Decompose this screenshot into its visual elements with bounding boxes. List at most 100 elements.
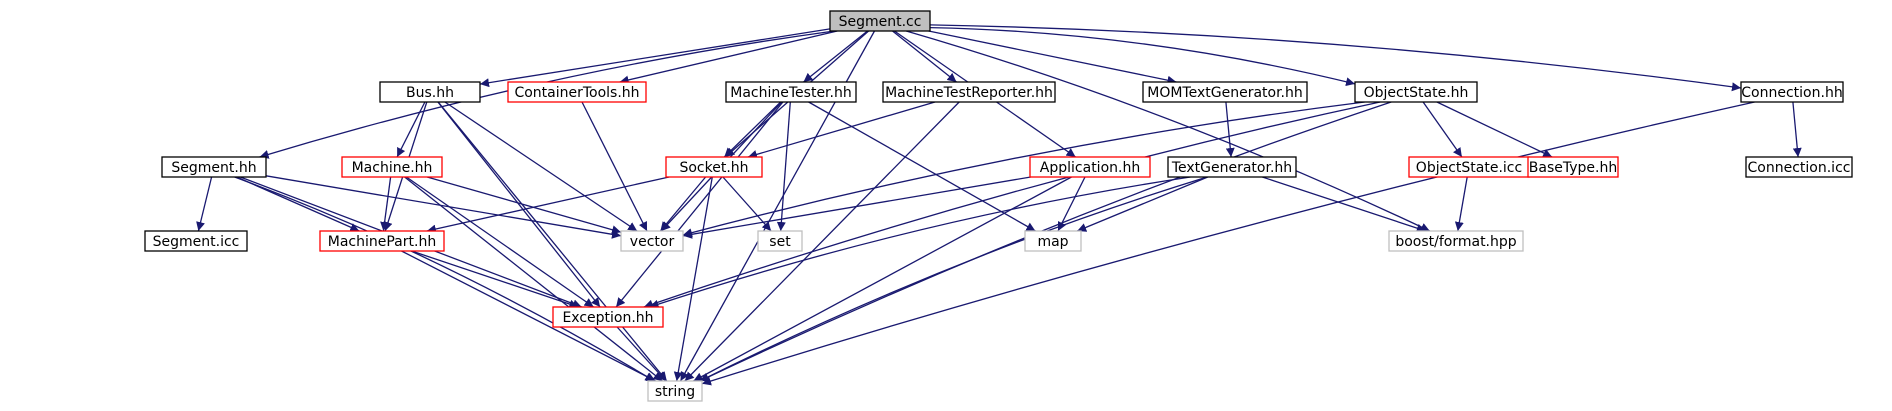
edge-layer (196, 24, 1802, 386)
edge-objectstate_hh-to-vector (682, 101, 1365, 238)
node-label: Bus.hh (406, 85, 454, 101)
node-machinetestreporter-hh[interactable]: MachineTestReporter.hh (882, 81, 1056, 103)
node-box (829, 10, 931, 32)
edge-machinetester_hh-to-socket_hh (723, 101, 782, 158)
node-box (757, 230, 803, 252)
edge-application_hh-to-vector (682, 176, 1031, 239)
edge-machine_hh-to-exception_hh (406, 176, 594, 308)
node-segment-cc[interactable]: Segment.cc (829, 10, 931, 32)
node-objectstate-icc[interactable]: ObjectState.icc (1408, 156, 1530, 178)
node-box (882, 81, 1056, 103)
node-box (1745, 156, 1853, 178)
node-label: ObjectState.hh (1364, 85, 1469, 101)
node-box (552, 306, 664, 328)
edge-machinetestreporter_hh-to-socket_hh (747, 101, 936, 159)
edge-segment_cc-to-machinetestreporter_hh (892, 30, 957, 83)
node-box (507, 81, 647, 103)
node-socket-hh[interactable]: Socket.hh (665, 156, 763, 178)
node-label: Segment.hh (171, 160, 256, 176)
node-connection-icc[interactable]: Connection.icc (1745, 156, 1853, 178)
edge-application_hh-to-string (693, 176, 1072, 382)
node-boost-format-hpp[interactable]: boost/format.hpp (1388, 230, 1524, 252)
edge-objectstate_hh-to-exception_hh (643, 101, 1381, 309)
node-box (1024, 230, 1082, 252)
node-exception-hh[interactable]: Exception.hh (552, 306, 664, 328)
edge-segment_cc-to-objectstate_hh (929, 26, 1356, 87)
edge-containertools_hh-to-vector (581, 101, 648, 232)
edge-socket_hh-to-string (673, 176, 713, 382)
node-bus-hh[interactable]: Bus.hh (379, 81, 481, 103)
node-machinepart-hh[interactable]: MachinePart.hh (319, 230, 445, 252)
node-textgenerator-hh[interactable]: TextGenerator.hh (1167, 156, 1297, 178)
node-box (1142, 81, 1308, 103)
edge-segment_hh-to-vector (265, 175, 622, 239)
edge-bus_hh-to-vector (444, 101, 638, 232)
edge-textgenerator_hh-to-boost_format_hpp (1262, 176, 1426, 233)
node-string[interactable]: string (647, 380, 703, 402)
node-label: MachineTestReporter.hh (885, 85, 1053, 101)
node-label: BaseType.hh (1529, 160, 1617, 176)
edge-socket_hh-to-vector (659, 176, 707, 232)
edge-socket_hh-to-set (722, 176, 772, 232)
node-momtextgenerator-hh[interactable]: MOMTextGenerator.hh (1142, 81, 1308, 103)
node-label: Exception.hh (562, 310, 653, 326)
edge-bus_hh-to-machine_hh (396, 101, 426, 158)
node-machine-hh[interactable]: Machine.hh (341, 156, 443, 178)
node-label: map (1037, 234, 1068, 250)
node-containertools-hh[interactable]: ContainerTools.hh (507, 81, 647, 103)
edge-machine_hh-to-string (404, 176, 663, 382)
edge-machine_hh-to-vector (426, 176, 622, 235)
node-box (725, 81, 857, 103)
node-basetype-hh[interactable]: BaseType.hh (1527, 156, 1619, 178)
node-box (341, 156, 443, 178)
node-label: TextGenerator.hh (1171, 160, 1292, 176)
node-application-hh[interactable]: Application.hh (1029, 156, 1151, 178)
node-label: MachinePart.hh (328, 234, 436, 250)
node-box (647, 380, 703, 402)
edge-segment_cc-to-bus_hh (479, 28, 831, 88)
edge-segment_cc-to-containertools_hh (619, 30, 838, 85)
edge-momtextgenerator_hh-to-textgenerator_hh (1225, 101, 1235, 158)
node-map[interactable]: map (1024, 230, 1082, 252)
node-label: MachineTester.hh (730, 85, 851, 101)
node-box (144, 230, 248, 252)
edge-textgenerator_hh-to-exception_hh (649, 176, 1191, 309)
node-box (1167, 156, 1297, 178)
node-label: Segment.icc (153, 234, 240, 250)
node-vector[interactable]: vector (620, 230, 684, 252)
node-box (1527, 156, 1619, 178)
edge-machinetester_hh-to-exception_hh (615, 101, 784, 308)
node-label: MOMTextGenerator.hh (1147, 85, 1303, 101)
node-box (1388, 230, 1524, 252)
node-segment-icc[interactable]: Segment.icc (144, 230, 248, 252)
node-set[interactable]: set (757, 230, 803, 252)
edge-textgenerator_hh-to-string (699, 176, 1208, 382)
node-box (1029, 156, 1151, 178)
edge-machinetester_hh-to-map (808, 101, 1036, 232)
node-segment-hh[interactable]: Segment.hh (161, 156, 267, 178)
edge-machine_hh-to-machinepart_hh (380, 176, 392, 232)
edge-exception_hh-to-string (616, 326, 667, 382)
node-box (665, 156, 763, 178)
edge-connection_hh-to-string (701, 101, 1755, 386)
edge-machinetestreporter_hh-to-string (684, 101, 960, 382)
node-machinetester-hh[interactable]: MachineTester.hh (725, 81, 857, 103)
node-label: ObjectState.icc (1416, 160, 1522, 176)
node-label: ContainerTools.hh (514, 85, 639, 101)
node-label: Machine.hh (352, 160, 433, 176)
edge-textgenerator_hh-to-map (1076, 176, 1209, 232)
edge-application_hh-to-map (1057, 176, 1086, 232)
node-objectstate-hh[interactable]: ObjectState.hh (1354, 81, 1478, 103)
node-box (620, 230, 684, 252)
edge-objectstate_hh-to-objectstate_icc (1422, 101, 1463, 158)
edge-bus_hh-to-exception_hh (437, 101, 601, 308)
edge-segment_cc-to-string (679, 30, 876, 382)
node-label: Connection.hh (1741, 85, 1842, 101)
node-label: Connection.icc (1748, 160, 1851, 176)
node-box (1354, 81, 1478, 103)
edge-objectstate_hh-to-string (699, 101, 1392, 382)
node-connection-hh[interactable]: Connection.hh (1740, 81, 1844, 103)
edge-machinepart_hh-to-string (401, 250, 656, 382)
edge-segment_hh-to-string (234, 176, 655, 382)
edge-segment_cc-to-connection_hh (929, 24, 1742, 92)
